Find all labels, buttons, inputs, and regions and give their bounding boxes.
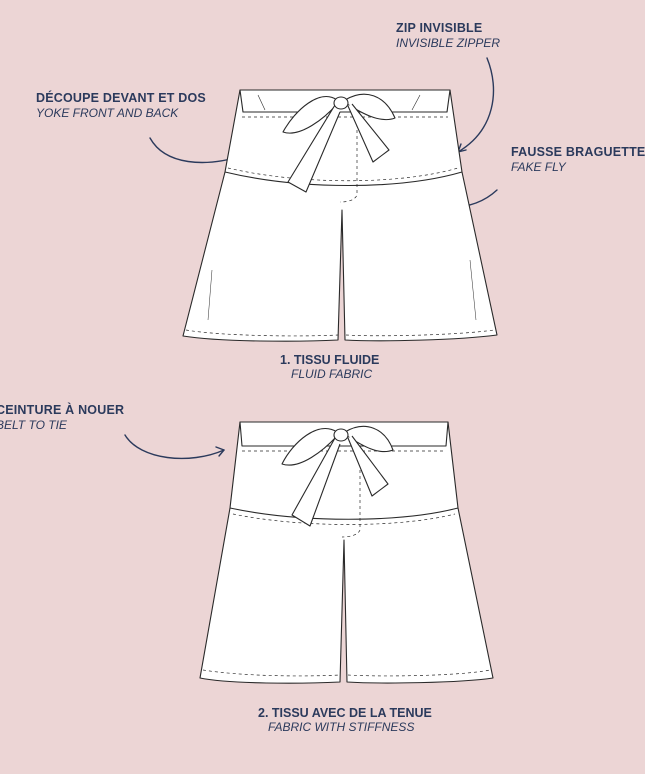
annotation-belt-fr: CEINTURE À NOUER: [0, 403, 125, 417]
arrow-belt: [124, 434, 225, 460]
caption-fluid: 1. TISSU FLUIDE FLUID FABRIC: [280, 353, 379, 381]
annotation-fly-fr: FAUSSE BRAGUETTE: [511, 145, 645, 159]
annotation-yoke-fr: DÉCOUPE DEVANT ET DOS: [36, 91, 206, 105]
annotation-zip-fr: ZIP INVISIBLE: [396, 21, 483, 35]
annotation-zip: ZIP INVISIBLE INVISIBLE ZIPPER: [396, 21, 500, 50]
annotation-fly-en: FAKE FLY: [511, 160, 566, 174]
caption-fluid-fr: 1. TISSU FLUIDE: [280, 353, 380, 367]
annotation-belt: CEINTURE À NOUER BELT TO TIE: [0, 403, 124, 432]
annotation-yoke-en: YOKE FRONT AND BACK: [36, 106, 179, 120]
caption-stiff-fr: 2. TISSU AVEC DE LA TENUE: [258, 706, 432, 720]
annotation-fly: FAUSSE BRAGUETTE FAKE FLY: [511, 145, 645, 174]
caption-stiff-en: FABRIC WITH STIFFNESS: [268, 720, 415, 734]
annotation-zip-en: INVISIBLE ZIPPER: [396, 36, 501, 50]
arrow-zip: [457, 57, 495, 153]
annotation-yoke: DÉCOUPE DEVANT ET DOS YOKE FRONT AND BAC…: [36, 91, 206, 120]
shorts-fluid: [182, 89, 498, 342]
caption-stiff: 2. TISSU AVEC DE LA TENUE FABRIC WITH ST…: [258, 706, 432, 734]
caption-fluid-en: FLUID FABRIC: [291, 367, 373, 381]
annotation-belt-en: BELT TO TIE: [0, 418, 67, 432]
shorts-stiff: [199, 421, 494, 684]
